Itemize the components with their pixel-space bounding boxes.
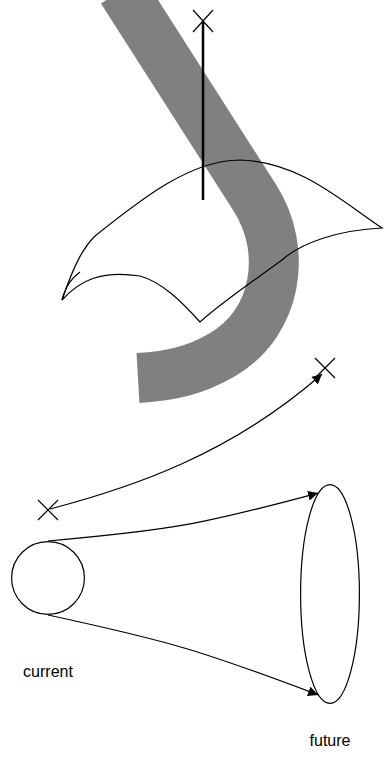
surface-curl [62,272,80,300]
circle-outline [11,541,85,615]
cross-mark [315,358,335,378]
ellipse-shape [301,485,360,704]
cross-mark [38,500,58,520]
circle-node: current [11,541,85,681]
connector-arrow [48,615,318,695]
ellipse-outline [300,484,360,704]
connector-arrow [48,493,318,541]
node-label: future [310,732,351,750]
node-label: current [23,663,73,681]
circle-shape [12,542,85,615]
vertical-line [202,22,205,200]
surface [62,160,382,322]
trajectory-arrow [50,374,322,509]
ellipse-node: future [300,484,360,750]
grey-band [122,0,274,378]
cross-mark [193,10,213,32]
